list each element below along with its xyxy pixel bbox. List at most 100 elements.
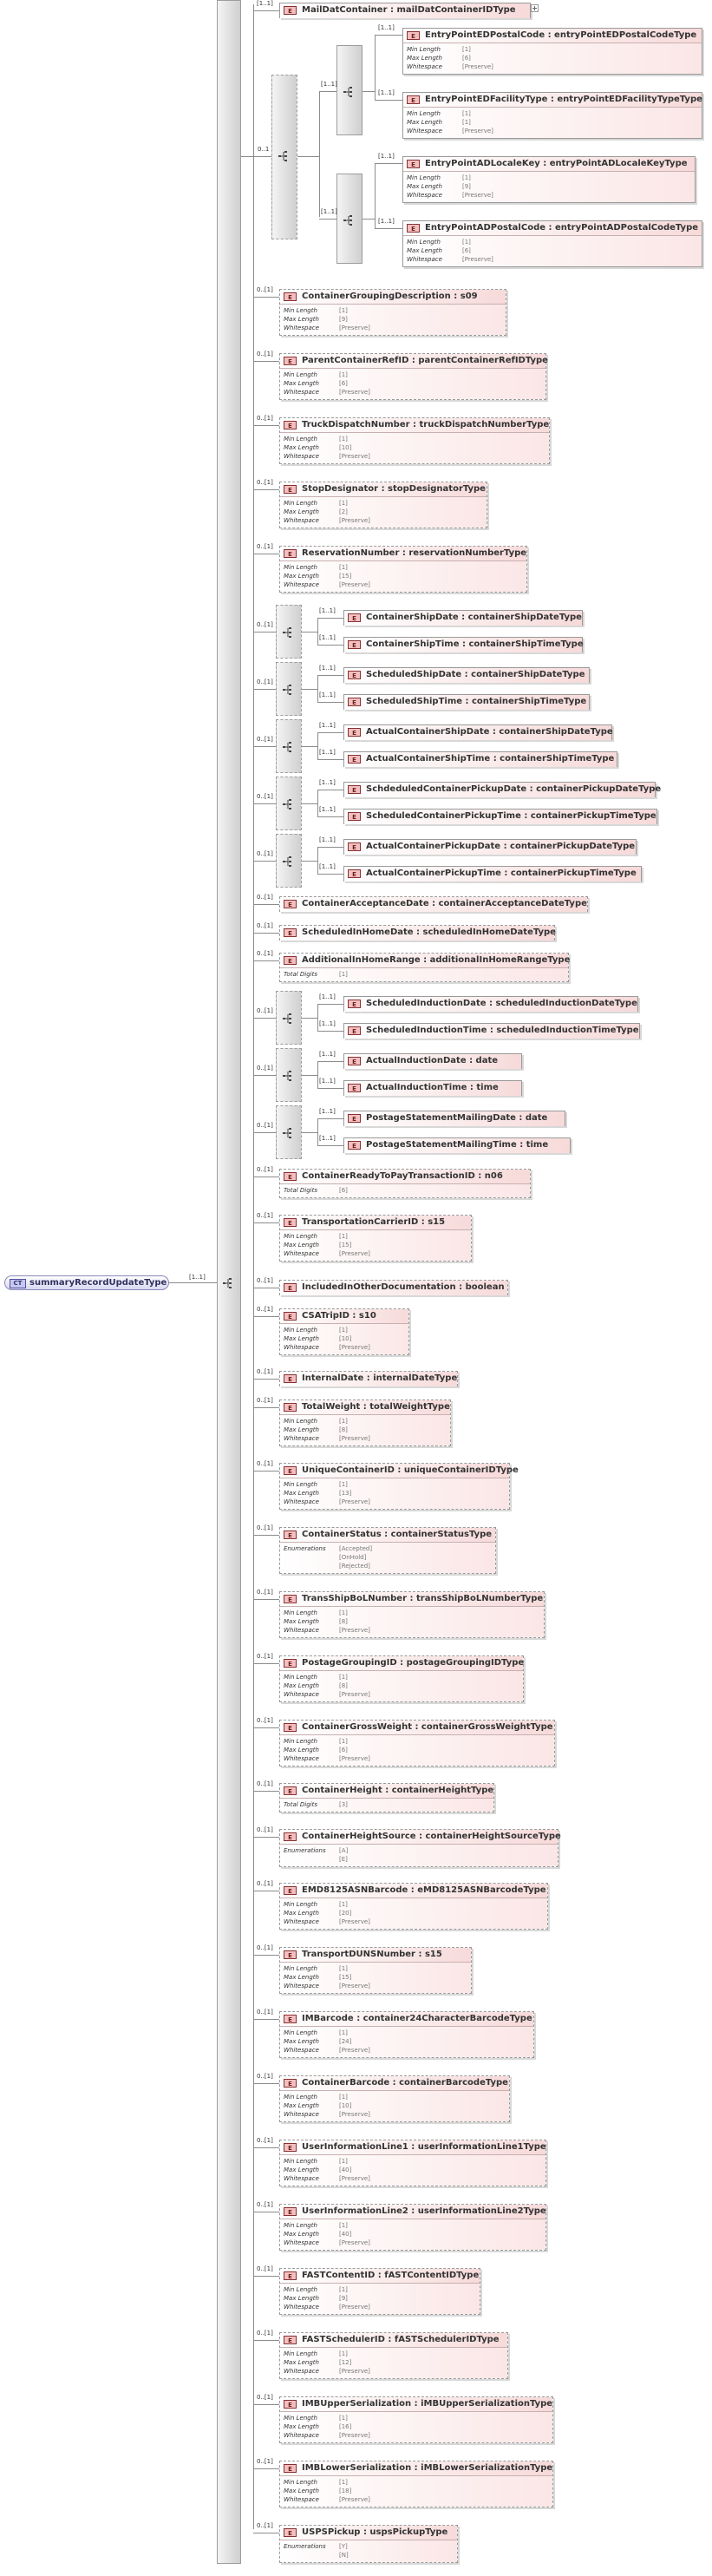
element-facets: Total Digits[1] [280, 968, 568, 981]
facet-name: Total Digits [284, 971, 318, 978]
element-label: TransportationCarrierID : s15 [302, 1217, 446, 1227]
facet-name: Whitespace [284, 517, 319, 524]
connector-line [253, 361, 279, 362]
element-icon: E [348, 728, 361, 737]
element-label: UserInformationLine1 : userInformationLi… [302, 2142, 546, 2152]
facet-row: Min Length[1] [407, 45, 698, 54]
facet-value: [10] [339, 444, 352, 451]
facet-value: [N] [339, 2552, 349, 2559]
element-facets: Min Length[1]Max Length[15]Whitespace[Pr… [280, 1230, 471, 1261]
element-facets: Min Length[1]Max Length[9]Whitespace[Pre… [280, 305, 506, 335]
facet-row: Min Length[1] [284, 1964, 467, 1973]
facet-row: Min Length[1] [284, 306, 502, 315]
facet-value: [16] [339, 2423, 352, 2430]
facet-row: Min Length[1] [284, 2478, 549, 2487]
element-label: UserInformationLine2 : userInformationLi… [302, 2206, 546, 2216]
root-type-label: summaryRecordUpdateType [29, 1278, 167, 1288]
ed-sequence-bar [336, 45, 363, 135]
facet-name: Max Length [284, 2102, 319, 2109]
complex-type-icon: CT [10, 1279, 26, 1288]
connector-line [253, 1791, 279, 1792]
facet-value: [Preserve] [339, 2047, 370, 2054]
connector-line [253, 1316, 279, 1317]
facet-name: Min Length [284, 2158, 317, 2165]
cardinality-containerHeightSource: 0..[1] [257, 1826, 273, 1833]
facet-row: Min Length[1] [284, 563, 523, 572]
facet-value: [1] [339, 307, 348, 314]
facet-row: [OnHold] [284, 1553, 492, 1562]
element-label: TotalWeight : totalWeightType [302, 1402, 450, 1412]
facet-value: [Preserve] [339, 1498, 370, 1505]
element-icon: E [284, 292, 297, 301]
expand-icon[interactable] [531, 4, 539, 12]
cardinality-fastContentID: 0..[1] [257, 2265, 273, 2272]
connector-line [317, 759, 343, 760]
connector-line [253, 1955, 279, 1956]
sequence-icon [283, 626, 295, 638]
element-label: ActualContainerPickupDate : containerPic… [366, 842, 636, 851]
facet-row: Whitespace[Preserve] [284, 452, 545, 461]
facet-name: Max Length [407, 247, 442, 254]
element-facets: Min Length[1]Max Length[9]Whitespace[Pre… [403, 172, 695, 202]
